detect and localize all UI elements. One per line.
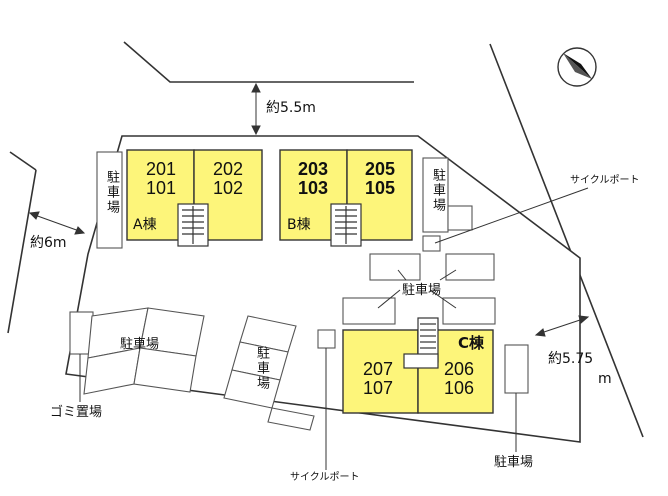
cycle-port-lower	[317, 329, 336, 349]
right-distance-arrow	[537, 317, 587, 335]
building-c-unit-2-label: 206 106	[436, 360, 482, 398]
stairs-b	[330, 203, 362, 247]
unit-207: 207	[362, 359, 394, 379]
top-arrowhead-down	[251, 125, 261, 136]
unit-206: 206	[443, 359, 475, 379]
right-arrowhead-2	[578, 315, 590, 324]
cycle-port-label-top: サイクルポート	[570, 175, 640, 186]
left-road-line	[9, 151, 37, 171]
building-a-label: A棟	[133, 217, 157, 233]
right-arrowhead-1	[534, 328, 546, 337]
left-arrowhead-1	[28, 211, 40, 220]
left-distance-arrow	[31, 213, 83, 233]
parking-stall-right-vertical	[422, 157, 449, 233]
distance-left-label: 約6m	[30, 235, 67, 251]
distance-right-label: 約5.75	[548, 351, 594, 367]
building-c-unit-1	[342, 329, 419, 414]
unit-103: 103	[297, 177, 329, 198]
parking-label-middle: 駐車場	[254, 346, 269, 391]
building-a-unit-2-label: 202 102	[205, 160, 251, 198]
cycle-port-upper	[422, 235, 441, 252]
garbage-label: ゴミ置場	[50, 405, 103, 420]
cycle-port-leader-top	[434, 187, 589, 244]
parking-stall	[447, 205, 473, 231]
distance-right-unit: m	[598, 371, 612, 387]
north-compass-icon	[557, 47, 597, 87]
unit-107: 107	[362, 377, 394, 398]
parking-stalls	[69, 151, 529, 431]
right-road-line	[489, 43, 644, 438]
top-road-line	[123, 41, 414, 83]
parking-label-center: 駐車場	[402, 283, 442, 298]
unit-101: 101	[145, 177, 177, 198]
top-arrowhead-up	[251, 82, 261, 93]
left-road-line-2	[7, 169, 37, 334]
unit-201: 201	[145, 159, 177, 179]
parking-stall	[267, 407, 315, 431]
building-c-label: C棟	[458, 334, 485, 352]
distance-top-label: 約5.5m	[266, 100, 316, 116]
building-b-unit-1-label: 203 103	[290, 160, 336, 198]
parking-stall	[369, 253, 421, 281]
parking-label-lower-left: 駐車場	[120, 337, 160, 352]
building-a-unit-1-label: 201 101	[138, 160, 184, 198]
parking-stall-left-vertical	[96, 151, 123, 249]
leader-lines	[79, 187, 589, 470]
building-b-unit-2-label: 205 105	[357, 160, 403, 198]
cycle-port-label-bottom: サイクルポート	[290, 472, 360, 483]
building-c-unit-1-label: 207 107	[355, 360, 401, 398]
road-boundaries	[7, 41, 644, 438]
unit-105: 105	[364, 177, 396, 198]
unit-203: 203	[297, 159, 329, 179]
parking-stall	[133, 347, 197, 393]
stairs-a	[177, 203, 209, 247]
parking-stall	[445, 253, 495, 281]
parking-stall	[442, 297, 496, 325]
distance-arrows	[28, 82, 590, 337]
left-arrowhead-2	[74, 226, 86, 235]
building-b-label: B棟	[287, 217, 311, 233]
parking-label-right: 駐車場	[430, 168, 445, 213]
parking-label-left: 駐車場	[104, 170, 119, 215]
unit-205: 205	[364, 159, 396, 179]
parking-leader-center-4	[439, 269, 457, 281]
unit-102: 102	[212, 177, 244, 198]
parking-leader-center-3	[397, 269, 407, 281]
parking-label-bottom-right: 駐車場	[494, 455, 534, 470]
parking-stall-far-right	[504, 344, 529, 394]
parking-stall	[342, 297, 396, 325]
unit-202: 202	[212, 159, 244, 179]
unit-106: 106	[443, 377, 475, 398]
parking-leader-center-1	[377, 289, 401, 309]
stairs-c	[403, 317, 439, 369]
parking-leader-center-2	[429, 289, 457, 309]
